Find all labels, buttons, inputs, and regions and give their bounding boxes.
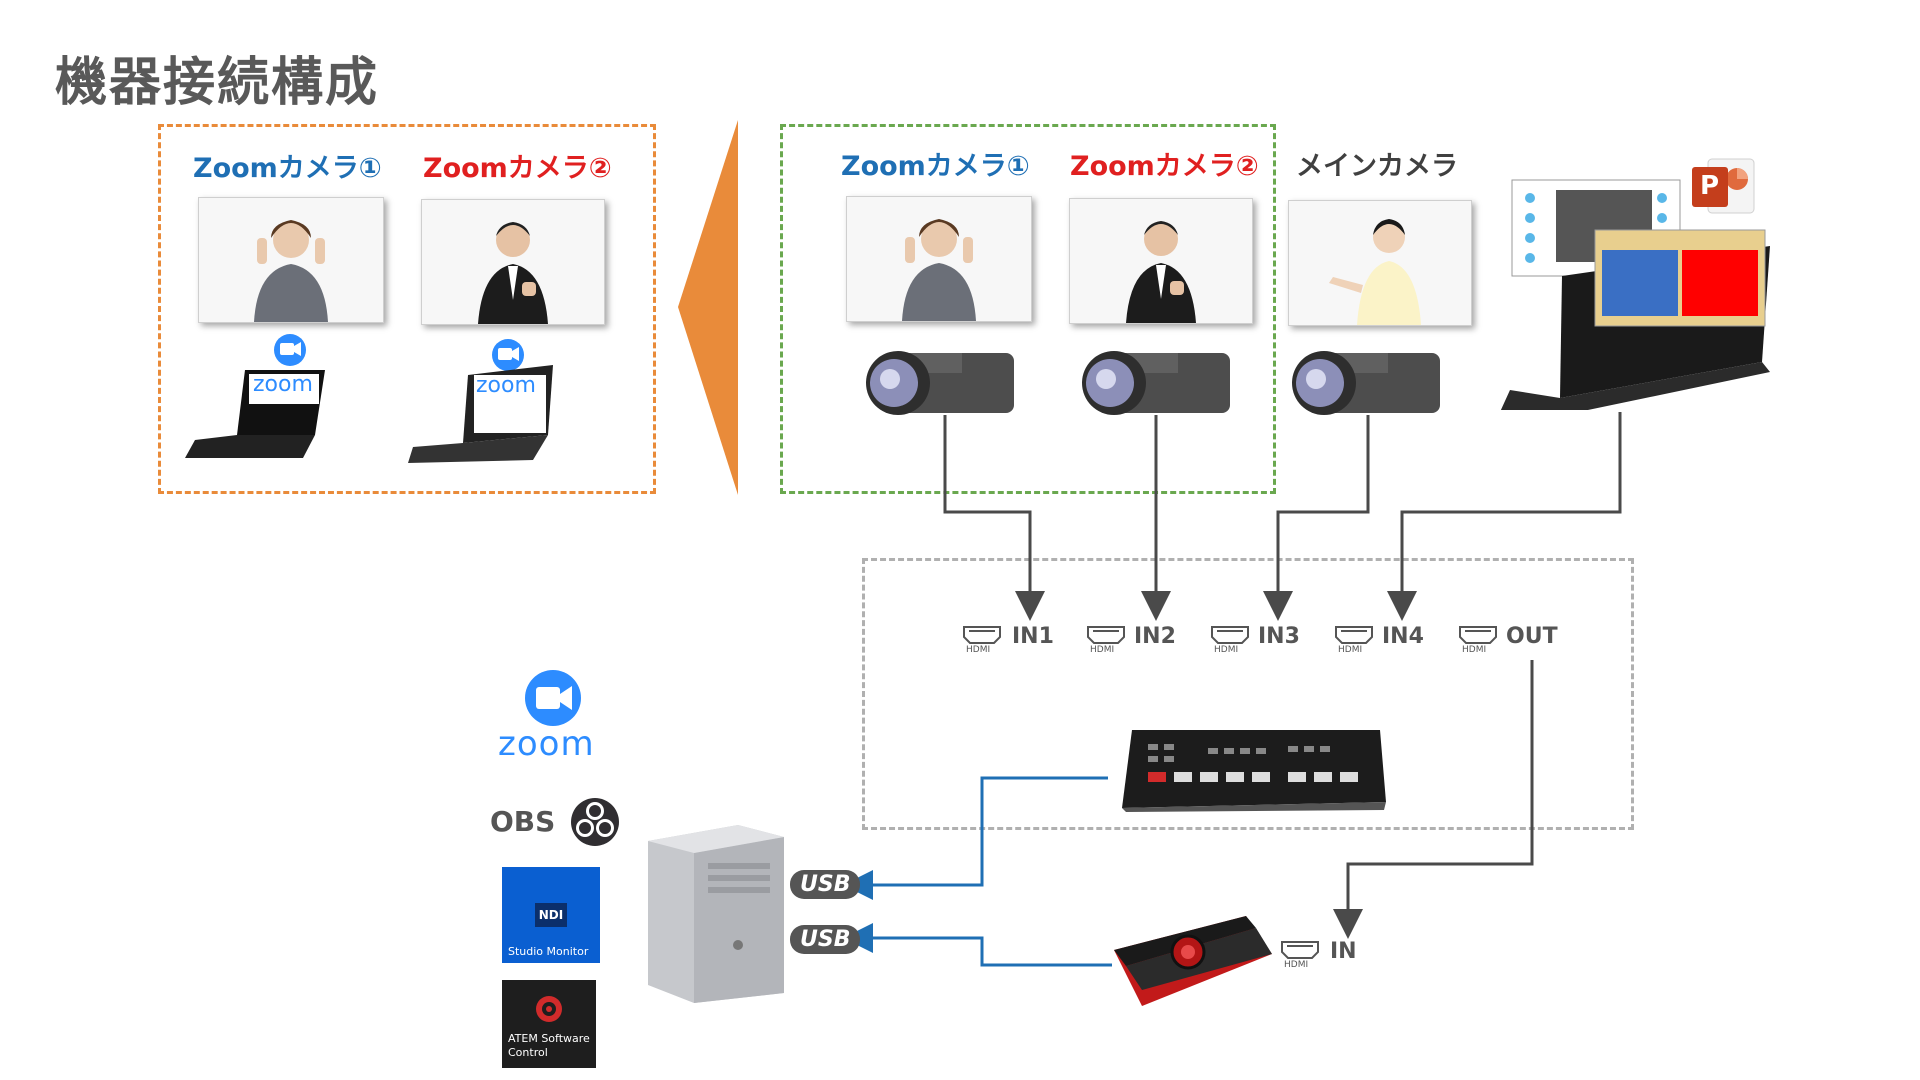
hdmi-port-in1-icon — [963, 626, 1001, 644]
hdmi-text-in4: HDMI — [1338, 645, 1363, 655]
powerpoint-icon: P — [1692, 155, 1756, 217]
camcorder-2-icon — [1082, 351, 1230, 415]
presenter-photo-icon — [1289, 201, 1471, 325]
right-cam1-label: Zoomカメラ① — [841, 151, 1030, 182]
atem-switcher-icon — [1122, 730, 1386, 812]
hdmi-port-in3-icon — [1211, 626, 1249, 644]
hdmi-text-in2: HDMI — [1090, 645, 1115, 655]
obs-label: OBS — [490, 805, 556, 838]
hdmi-port-in2-icon — [1087, 626, 1125, 644]
left-zoom-group — [158, 124, 656, 494]
right-cam1-photo — [846, 196, 1032, 322]
zoom-app-logo: zoom — [498, 668, 618, 768]
zoom-camera-group — [780, 124, 1276, 494]
atem-software-control-tile: ATEM Software Control — [502, 980, 596, 1068]
zoom-laptop-2: zoom — [408, 335, 558, 470]
right-cam2-label: Zoomカメラ② — [1070, 151, 1259, 182]
left-cam2-photo — [421, 199, 605, 325]
ndi-label: Studio Monitor — [508, 945, 589, 958]
hdmi-text-in3: HDMI — [1214, 645, 1239, 655]
obs-icon — [571, 798, 619, 846]
switcher-box — [862, 558, 1634, 830]
ndi-studio-monitor-tile: NDI Studio Monitor — [502, 867, 600, 963]
hdmi-port-capture-icon — [1281, 941, 1319, 959]
capture-port-in: IN — [1330, 939, 1357, 964]
woman-photo-icon — [847, 197, 1031, 321]
left-cam1-photo — [198, 197, 384, 323]
hdmi-text-out: HDMI — [1462, 645, 1487, 655]
capture-device-icon — [1114, 916, 1272, 1006]
switcher-port-in2: IN2 — [1134, 624, 1176, 649]
main-cam-label: メインカメラ — [1296, 151, 1458, 182]
usb-label-1: USB — [790, 870, 861, 899]
switcher-port-out: OUT — [1506, 624, 1558, 649]
left-cam1-label: Zoomカメラ① — [193, 153, 382, 184]
right-cam2-photo — [1069, 198, 1253, 324]
ndi-logo-icon: NDI — [535, 903, 567, 927]
switcher-port-in3: IN3 — [1258, 624, 1300, 649]
switcher-port-in1: IN1 — [1012, 624, 1054, 649]
hdmi-port-out-icon — [1459, 626, 1497, 644]
hdmi-text-in1: HDMI — [966, 645, 991, 655]
atem-label: ATEM Software Control — [508, 1032, 590, 1059]
man-photo-icon — [1070, 199, 1252, 323]
atem-logo-icon — [536, 996, 562, 1022]
camcorder-3-icon — [1292, 351, 1440, 415]
zoom-app-label: zoom — [498, 724, 595, 764]
man-photo-icon — [422, 200, 604, 324]
zoom-laptop-2-text: zoom — [476, 373, 536, 398]
camcorder-1-icon — [866, 351, 1014, 415]
hdmi-port-in4-icon — [1335, 626, 1373, 644]
page-title: 機器接続構成 — [55, 53, 380, 113]
orange-arrow-icon — [678, 120, 738, 495]
slide-laptop — [1500, 150, 1780, 420]
pc-tower-icon — [648, 825, 784, 1003]
zoom-laptop-1: zoom — [185, 330, 335, 465]
left-cam2-label: Zoomカメラ② — [423, 153, 612, 184]
woman-photo-icon — [199, 198, 383, 322]
powerpoint-letter: P — [1700, 171, 1720, 201]
hdmi-text-capture: HDMI — [1284, 960, 1309, 970]
main-cam-photo — [1288, 200, 1472, 326]
switcher-port-in4: IN4 — [1382, 624, 1424, 649]
zoom-laptop-1-text: zoom — [253, 372, 313, 397]
usb-label-2: USB — [790, 925, 861, 954]
